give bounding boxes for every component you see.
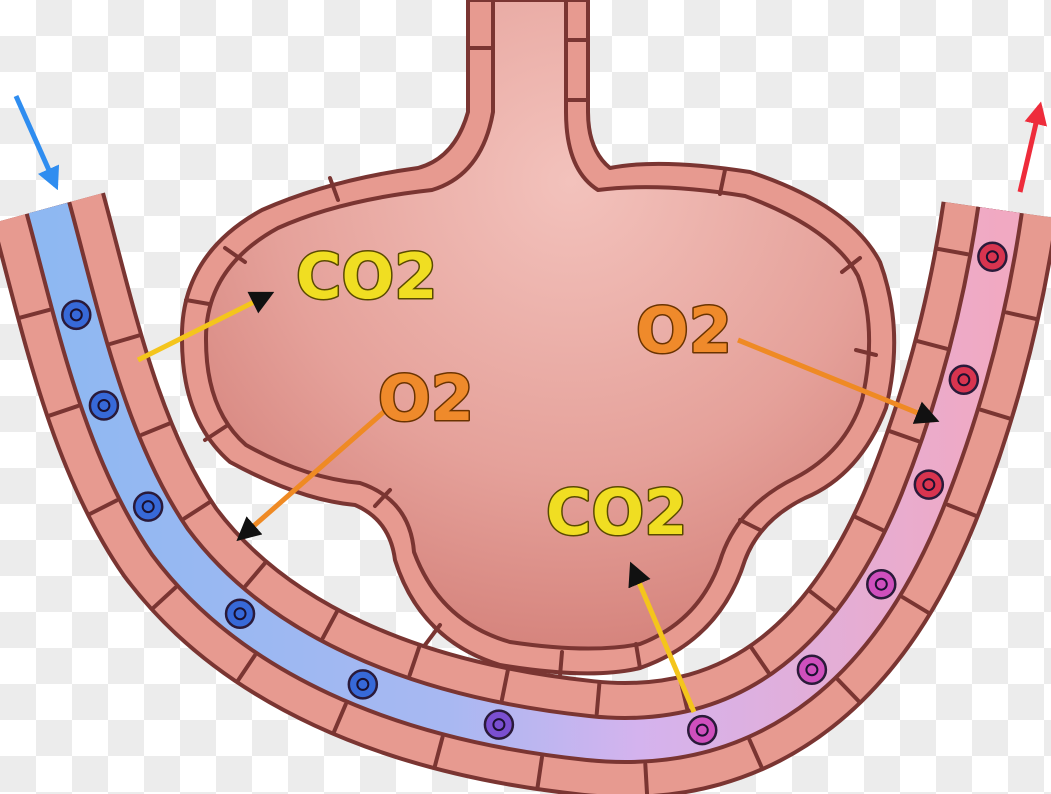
- blood-cell: [485, 711, 513, 739]
- blood-outflow-arrow: [1020, 106, 1040, 192]
- co2-label-upper: CO2: [296, 240, 437, 313]
- co2-label-lower: CO2: [546, 476, 687, 549]
- capillary-wall-divider: [597, 684, 600, 714]
- blood-cell: [134, 493, 162, 521]
- o2-label-right: O2: [636, 294, 732, 367]
- blood-cell: [950, 366, 978, 394]
- o2-label-left: O2: [378, 362, 474, 435]
- blood-cell: [915, 471, 943, 499]
- blood-cell: [90, 391, 118, 419]
- alveolus-air-space: [206, 0, 869, 649]
- blood-cell: [867, 570, 895, 598]
- blood-cell: [798, 656, 826, 684]
- blood-inflow-arrow: [16, 96, 56, 186]
- blood-cell: [688, 716, 716, 744]
- blood-cell: [62, 301, 90, 329]
- blood-cell: [978, 243, 1006, 271]
- blood-cell: [226, 600, 254, 628]
- capillary-wall-divider: [645, 764, 647, 794]
- blood-cell: [349, 670, 377, 698]
